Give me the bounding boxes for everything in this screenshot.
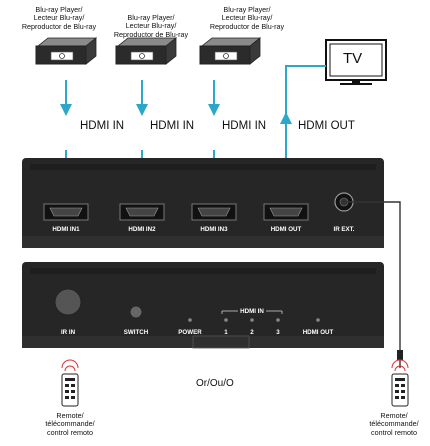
remote-label-right: Remote/télécommande/control remoto xyxy=(369,411,419,437)
port-label-in1: HDMI IN1 xyxy=(52,226,80,233)
bluray-player-2 xyxy=(115,37,178,65)
hdmi-port-in3 xyxy=(191,203,237,221)
hdmi-port-in2 xyxy=(119,203,165,221)
led-1 xyxy=(224,318,228,322)
signal-label-in1: HDMI IN xyxy=(80,120,125,132)
source-label-3: Blu-ray Player/Lecteur Blu-ray/Reproduct… xyxy=(209,5,285,31)
remote-right-icon xyxy=(391,359,409,407)
front-label-led-2: 2 xyxy=(250,329,254,336)
front-label-power: POWER xyxy=(178,329,202,336)
led-out xyxy=(316,318,320,322)
signal-label-out: HDMI OUT xyxy=(298,120,355,132)
power-outline xyxy=(192,335,250,349)
tv-label: TV xyxy=(343,50,363,67)
front-label-led-3: 3 xyxy=(276,329,280,336)
tv-icon xyxy=(325,39,387,85)
port-label-out: HDMI OUT xyxy=(270,226,302,233)
ir-in-window xyxy=(54,288,82,316)
signal-label-in3: HDMI IN xyxy=(222,120,267,132)
source-label-1: Blu-ray Player/Lecteur Blu-ray/Reproduct… xyxy=(21,5,97,31)
ir-ext-cable xyxy=(344,201,401,368)
hdmi-port-out xyxy=(263,203,309,221)
front-label-hdmi-out: HDMI OUT xyxy=(302,329,334,336)
front-label-switch: SWITCH xyxy=(123,329,149,336)
or-text: Or/Ou/O xyxy=(196,378,234,389)
front-label-led-1: 1 xyxy=(224,329,228,336)
signal-label-in2: HDMI IN xyxy=(150,120,195,132)
front-label-hdmi-in: HDMI IN xyxy=(240,308,264,315)
port-label-ir-ext: IR EXT. xyxy=(333,226,355,233)
bluray-player-3 xyxy=(199,37,262,65)
front-label-ir-in: IR IN xyxy=(60,329,76,336)
port-label-in3: HDMI IN3 xyxy=(200,226,228,233)
switch-button xyxy=(129,305,143,319)
hdmi-in-bracket xyxy=(221,310,283,314)
source-label-2: Blu-ray Player/Lecteur Blu-ray/Reproduct… xyxy=(113,13,189,39)
led-3 xyxy=(276,318,280,322)
led-2 xyxy=(250,318,254,322)
bluray-player-1 xyxy=(35,37,98,65)
remote-label-left: Remote/télécommande/control remoto xyxy=(45,411,95,437)
remote-left-icon xyxy=(61,359,79,407)
port-label-in2: HDMI IN2 xyxy=(128,226,156,233)
power-led xyxy=(188,318,192,322)
hdmi-port-in1 xyxy=(43,203,89,221)
switch-back-panel xyxy=(22,158,384,248)
switch-front-panel xyxy=(22,262,384,348)
